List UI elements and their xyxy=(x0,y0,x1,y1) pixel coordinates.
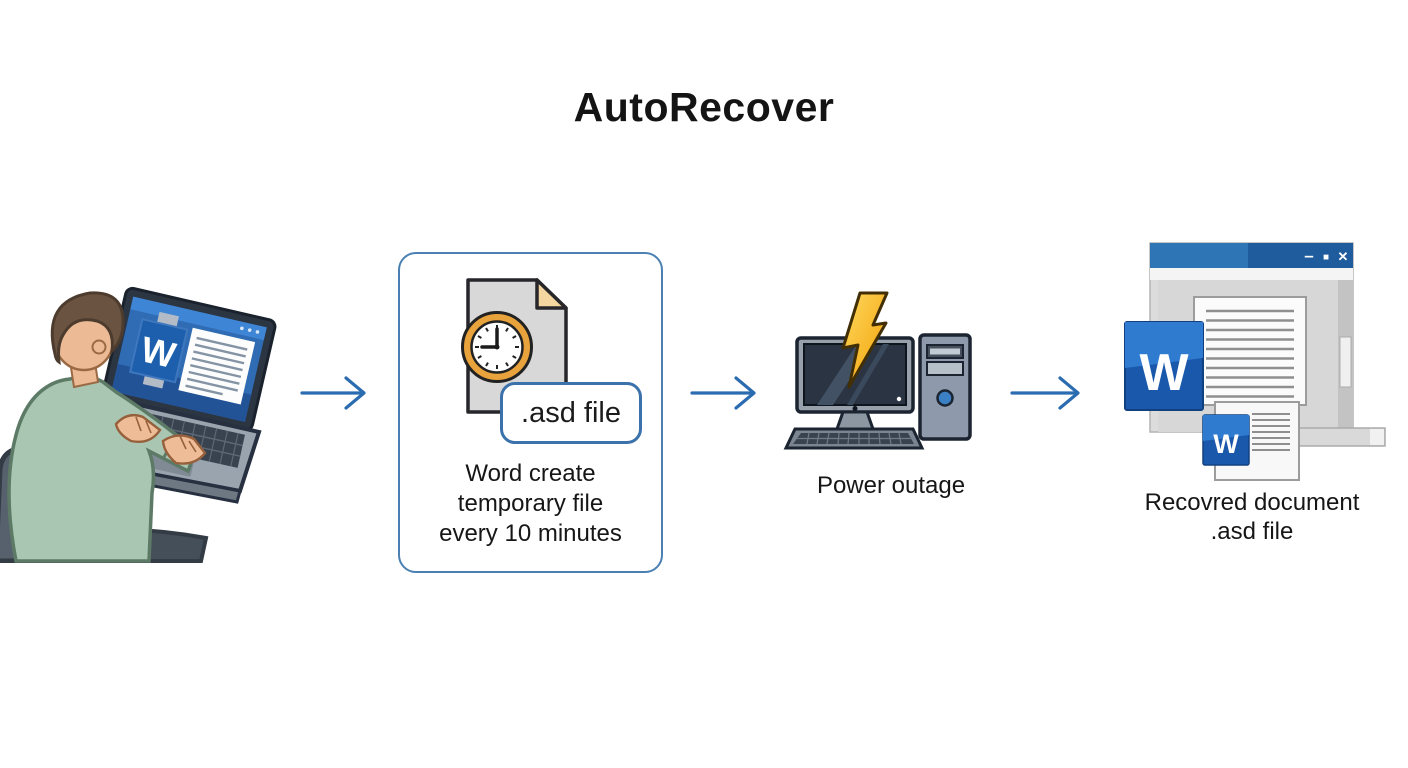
word-logo-small-icon: W xyxy=(1202,414,1250,466)
recovered-caption: Recovred document .asd file xyxy=(1102,488,1402,546)
svg-text:W: W xyxy=(1139,344,1189,402)
word-logo-large-icon: W xyxy=(1124,321,1204,411)
computer-tower-icon xyxy=(918,333,972,441)
maximize-icon: ■ xyxy=(1323,252,1329,263)
window-dots-icon xyxy=(240,326,260,334)
arrow-icon xyxy=(690,376,756,410)
hair xyxy=(50,291,125,366)
asd-file-label: .asd file xyxy=(521,396,621,429)
toolbar-strip xyxy=(1150,268,1353,280)
computer-power-outage-illustration xyxy=(783,291,972,450)
document-clock-icon xyxy=(461,278,568,414)
clock-icon xyxy=(461,311,533,383)
arrow-icon xyxy=(1010,376,1080,410)
taskbar-fragment xyxy=(1298,427,1386,447)
title-bar-right xyxy=(1248,243,1353,268)
trackpad-icon xyxy=(146,453,194,477)
asd-file-badge: .asd file xyxy=(500,382,642,444)
minimize-icon: – xyxy=(1304,246,1313,265)
laptop-screen: W xyxy=(101,286,277,432)
arrow-icon xyxy=(300,376,366,410)
temp-file-caption: Word create temporary file every 10 minu… xyxy=(400,459,661,549)
caption-line: every 10 minutes xyxy=(439,520,622,547)
word-logo-laptop-icon: W xyxy=(129,318,189,384)
word-window-illustration: – ■ ✕ W xyxy=(1124,242,1386,481)
hands xyxy=(114,413,207,465)
caption-line: temporary file xyxy=(457,490,604,517)
page-title: AutoRecover xyxy=(573,84,835,130)
person-typing-illustration: W xyxy=(0,286,277,563)
power-button-icon xyxy=(936,389,954,407)
caption-line: Recovred document xyxy=(1144,489,1360,516)
word-titlebar xyxy=(130,296,267,341)
laptop-document xyxy=(178,327,256,405)
power-outage-caption: Power outage xyxy=(816,472,966,499)
monitor-icon xyxy=(795,336,915,431)
caption-line: .asd file xyxy=(1210,518,1294,545)
document-page xyxy=(1193,296,1307,406)
svg-text:W: W xyxy=(1213,429,1239,459)
caption-line: Word create xyxy=(465,460,596,487)
lightning-bolt-icon xyxy=(841,291,889,389)
person-figure xyxy=(7,291,207,563)
close-icon: ✕ xyxy=(1338,249,1349,264)
desktop-keyboard-icon xyxy=(783,427,925,450)
scrollbar-thumb xyxy=(1339,336,1352,388)
ear xyxy=(91,339,107,355)
title-bar-left xyxy=(1150,243,1248,268)
temp-file-step-box: .asd file Word create temporary file eve… xyxy=(398,252,663,573)
monitor-stand xyxy=(834,410,876,431)
